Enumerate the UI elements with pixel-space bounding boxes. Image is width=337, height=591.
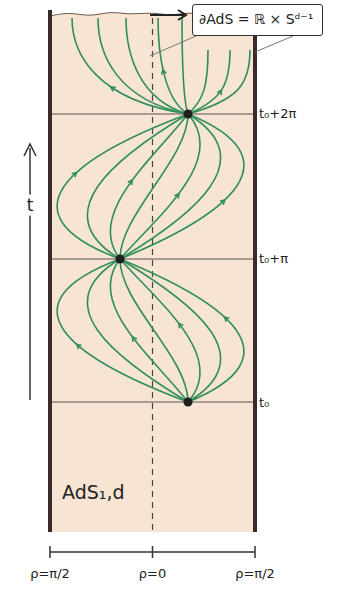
timelike-geodesic xyxy=(188,50,250,114)
geodesics xyxy=(57,18,250,402)
time-slice xyxy=(50,259,255,260)
axis-tick xyxy=(254,546,256,558)
timelike-geodesic xyxy=(98,18,188,114)
timelike-geodesic xyxy=(110,259,188,402)
timelike-geodesic xyxy=(120,114,244,259)
timelike-geodesic xyxy=(120,259,244,402)
conformal-boundary xyxy=(48,10,52,532)
timelike-geodesic xyxy=(182,18,188,114)
direction-arrow xyxy=(72,173,77,178)
axis-tick xyxy=(49,546,51,558)
timelike-geodesic xyxy=(110,114,188,259)
event-point xyxy=(116,255,125,264)
direction-arrow xyxy=(220,200,225,205)
time-value: t₀+π xyxy=(259,252,288,266)
box-text: ∂AdS = ℝ × Sᵈ⁻¹ xyxy=(199,11,316,27)
direction-arrow xyxy=(128,180,133,185)
direction-arrow xyxy=(111,87,116,91)
event-point xyxy=(184,110,193,119)
time-value: t₀ xyxy=(259,396,269,410)
timelike-geodesic xyxy=(72,18,188,114)
boundary-box: ∂AdS = ℝ × Sᵈ⁻¹ xyxy=(192,4,323,36)
axis-tick xyxy=(152,546,154,558)
timelike-geodesic xyxy=(158,18,188,114)
timelike-geodesic xyxy=(87,259,188,402)
rho-value: ρ=π/2 xyxy=(30,567,70,581)
leader-line xyxy=(255,36,293,52)
direction-arrow xyxy=(162,70,167,75)
time-slice xyxy=(50,402,255,403)
direction-arrow xyxy=(224,317,229,322)
rho-value: ρ=π/2 xyxy=(235,567,275,581)
direction-arrow xyxy=(174,194,179,199)
leader-line xyxy=(150,36,196,56)
rho-value: ρ=0 xyxy=(139,567,166,581)
pointer-arrow xyxy=(150,14,184,16)
time-slice xyxy=(50,114,255,115)
arrow-head xyxy=(178,10,186,20)
direction-arrow xyxy=(132,337,137,342)
timelike-geodesic xyxy=(120,259,221,402)
time-value: t₀+2π xyxy=(259,107,296,121)
direction-arrow xyxy=(77,344,82,349)
event-point xyxy=(184,398,193,407)
direction-arrow xyxy=(217,90,221,95)
timelike-geodesic xyxy=(188,50,208,114)
arrow-head xyxy=(24,144,36,156)
time-axis xyxy=(29,148,31,400)
timelike-geodesic xyxy=(120,114,221,259)
timelike-geodesic xyxy=(120,259,200,402)
timelike-geodesic xyxy=(126,18,188,114)
timelike-geodesic xyxy=(120,114,200,259)
timelike-geodesic xyxy=(188,50,230,114)
center-axis xyxy=(152,18,153,532)
direction-arrow xyxy=(179,323,184,328)
strip-fill xyxy=(50,12,255,532)
time-label: t xyxy=(25,195,36,216)
space-name: AdS₁,d xyxy=(62,482,125,503)
conformal-boundary xyxy=(253,10,257,532)
timelike-geodesic xyxy=(87,114,188,259)
